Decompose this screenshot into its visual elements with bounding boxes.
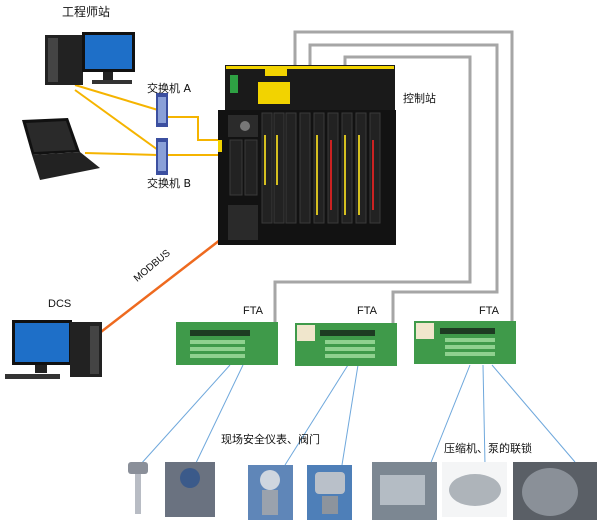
fta-board-3[interactable] [414,321,516,364]
level-transmitter-icon[interactable] [128,462,148,514]
fta-2-label: FTA [357,305,377,317]
switch-b-icon[interactable] [156,138,168,175]
fta-3-label: FTA [479,305,499,317]
cable-fta3 [293,30,514,345]
system-cables [273,30,514,345]
dcs-workstation-icon[interactable] [5,320,102,379]
fta-board-2[interactable] [295,323,397,366]
control-station-label: 控制站 [403,92,436,105]
compressor-interlock-label: 压缩机、泵的联锁 [444,442,532,455]
cable-fta1 [273,55,472,345]
ethernet-links [74,84,220,156]
control-valve-icon[interactable] [248,465,293,520]
pump-icon[interactable] [442,462,507,517]
switch-a-icon[interactable] [156,93,168,127]
compressor-icon[interactable] [372,462,437,520]
engineer-station-label: 工程师站 [62,5,111,19]
fta-board-1[interactable] [176,322,278,365]
field-instruments-label: 现场安全仪表、阀门 [221,433,320,446]
dcs-label: DCS [48,298,72,310]
switch-a-label: 交换机 A [147,82,192,95]
control-station-rack[interactable] [218,65,396,245]
switch-b-label: 交换机 B [147,177,192,190]
field-wires [139,364,576,466]
fta-1-label: FTA [243,305,263,317]
laptop-icon[interactable] [22,118,100,180]
pressure-transmitter-icon[interactable] [165,462,215,517]
engineer-workstation-icon[interactable] [45,32,135,85]
cable-fta2 [308,43,499,345]
actuated-valve-icon[interactable] [307,465,352,520]
turbine-icon[interactable] [513,462,597,520]
